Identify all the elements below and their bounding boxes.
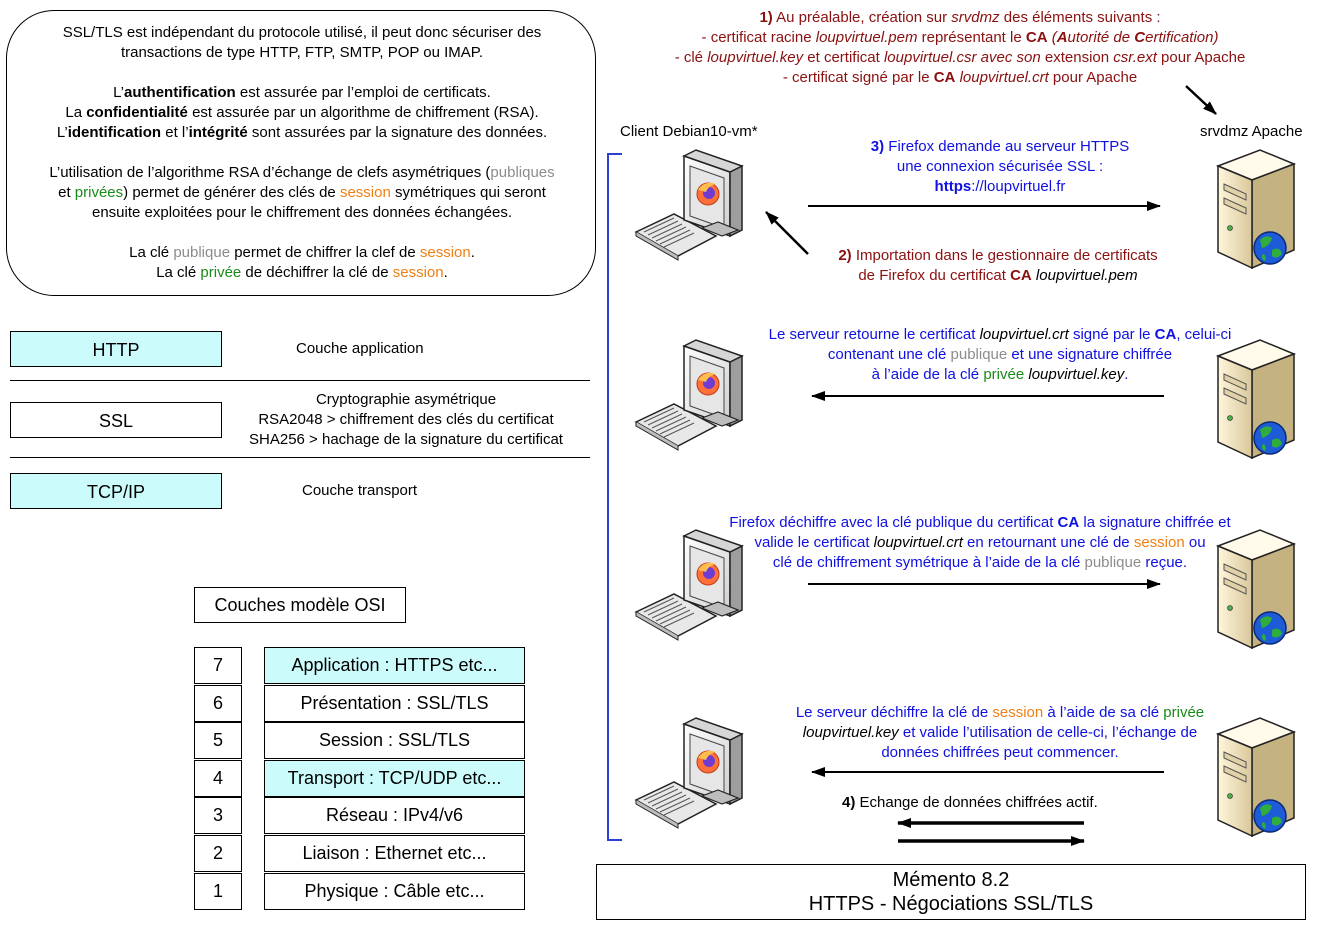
osi-layer-number: 5 [194,722,242,760]
layer-ssl: SSL [10,402,222,438]
client-label: Client Debian10-vm* [620,123,758,140]
osi-layer-name: Réseau : IPv4/v6 [264,797,525,835]
osi-title: Couches modèle OSI [194,587,406,623]
osi-layer-number: 4 [194,759,242,797]
server-icon [1217,149,1295,269]
memento-title: Mémento 8.2 [892,869,1010,891]
osi-layer-name: Transport : TCP/UDP etc... [264,759,525,797]
flow-bracket [607,153,622,841]
intro-box: SSL/TLS est indépendant du protocole uti… [6,10,596,296]
divider-bottom [10,457,590,458]
osi-layer-number: 1 [194,872,242,910]
server-label: srvdmz Apache [1200,123,1303,140]
memento-caption: Mémento 8.2 HTTPS - Négociations SSL/TLS [596,864,1306,920]
layer-tcpip-desc: Couche transport [302,482,418,499]
firefox-decrypt-text: Firefox déchiffre avec la clé publique d… [729,514,1231,571]
layer-http-desc: Couche application [296,340,424,357]
intro-conf: La confidentialité est assurée par un al… [65,104,539,121]
osi-layer-number: 3 [194,797,242,835]
intro-auth: L’authentification est assurée par l’emp… [113,84,491,101]
osi-layer-number: 7 [194,647,242,684]
osi-layer-name: Session : SSL/TLS [264,722,525,760]
intro-p1: SSL/TLS est indépendant du protocole uti… [62,24,542,61]
intro-ident: L’identification et l’intégrité sont ass… [56,124,548,141]
osi-layer-name: Application : HTTPS etc... [264,647,525,684]
step2-text: 2) Importation dans le gestionnaire de c… [838,247,1158,284]
server-cert-text: Le serveur retourne le certificat loupvi… [768,326,1232,383]
step4-text: 4) Echange de données chiffrées actif. [842,794,1098,811]
intro-cle-privee: La clé privée de déchiffrer la clé de se… [156,264,448,281]
computer-icon [635,149,743,261]
osi-layer-name: Présentation : SSL/TLS [264,684,525,722]
osi-layer-name: Physique : Câble etc... [264,872,525,910]
server-session-text: Le serveur déchiffre la clé de session à… [795,704,1205,761]
layer-ssl-desc: Cryptographie asymétrique RSA2048 > chif… [249,391,563,448]
intro-cle-publique: La clé publique permet de chiffrer la cl… [129,244,475,261]
step3-text: 3) Firefox demande au serveur HTTPS une … [870,138,1130,195]
layer-http: HTTP [10,331,222,367]
arrow-step2 [765,211,809,255]
computer-icon [635,717,743,829]
layer-tcpip: TCP/IP [10,473,222,509]
osi-layer-number: 6 [194,684,242,722]
arrow-step1 [1185,85,1217,115]
intro-rsa: L’utilisation de l’algorithme RSA d’écha… [49,164,555,221]
osi-layer-number: 2 [194,835,242,872]
divider-top [10,380,590,381]
step1-text: 1) Au préalable, création sur srvdmz des… [674,9,1246,86]
osi-layer-name: Liaison : Ethernet etc... [264,835,525,872]
memento-subtitle: HTTPS - Négociations SSL/TLS [808,893,1094,915]
